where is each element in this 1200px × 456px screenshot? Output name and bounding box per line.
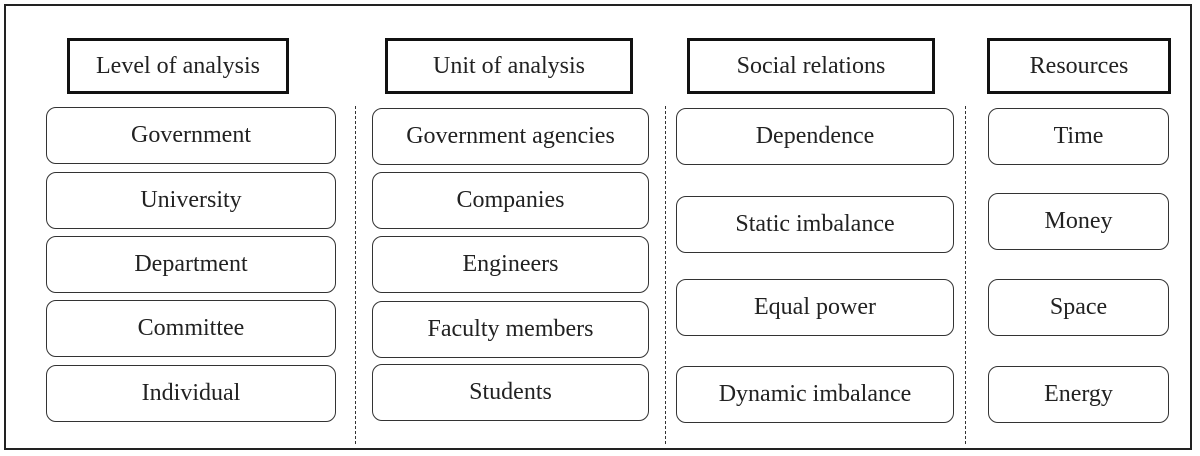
resource-box-time: Time — [988, 108, 1169, 165]
level-box-committee: Committee — [46, 300, 336, 357]
diagram-frame — [4, 4, 1192, 450]
unit-box-faculty-members: Faculty members — [372, 301, 649, 358]
social-box-dynamic-imbalance: Dynamic imbalance — [676, 366, 954, 423]
unit-box-government-agencies: Government agencies — [372, 108, 649, 165]
level-box-individual: Individual — [46, 365, 336, 422]
column-divider-1 — [355, 106, 356, 444]
social-box-dependence: Dependence — [676, 108, 954, 165]
unit-box-students: Students — [372, 364, 649, 421]
column-divider-2 — [665, 106, 666, 444]
resource-box-energy: Energy — [988, 366, 1169, 423]
social-box-equal-power: Equal power — [676, 279, 954, 336]
header-resources: Resources — [987, 38, 1171, 94]
header-level-of-analysis: Level of analysis — [67, 38, 289, 94]
resource-box-money: Money — [988, 193, 1169, 250]
unit-box-companies: Companies — [372, 172, 649, 229]
social-box-static-imbalance: Static imbalance — [676, 196, 954, 253]
unit-box-engineers: Engineers — [372, 236, 649, 293]
header-unit-of-analysis: Unit of analysis — [385, 38, 633, 94]
resource-box-space: Space — [988, 279, 1169, 336]
level-box-department: Department — [46, 236, 336, 293]
column-divider-3 — [965, 106, 966, 444]
level-box-university: University — [46, 172, 336, 229]
level-box-government: Government — [46, 107, 336, 164]
header-social-relations: Social relations — [687, 38, 935, 94]
